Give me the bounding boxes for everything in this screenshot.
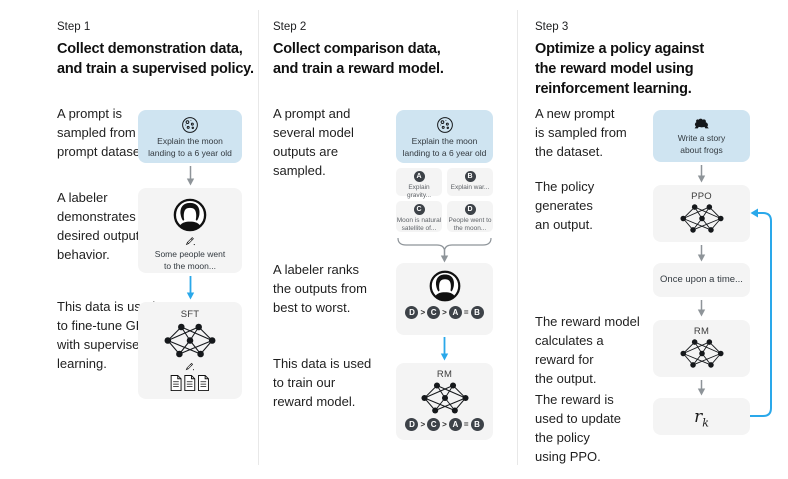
down-arrow-icon: [186, 276, 195, 300]
frog-icon: [694, 118, 709, 129]
rank-badge: D: [405, 418, 419, 431]
rank-badge: A: [448, 418, 462, 431]
neural-network-icon: [679, 338, 724, 369]
model-output-card-a: A Explain gravity...: [396, 168, 442, 199]
labeler-avatar-icon: [172, 197, 208, 233]
down-arrow-icon: [440, 337, 449, 361]
step-title: Collect demonstration data, and train a …: [57, 41, 254, 77]
neural-network-icon: [420, 381, 469, 415]
down-arrow-icon: [697, 245, 706, 262]
step-label: Step 2: [273, 21, 307, 33]
prompt-box-label: Explain the moon landing to a 6 year old: [148, 136, 232, 158]
rank-separator: >: [420, 308, 426, 317]
prompt-box: Write a story about frogs: [653, 110, 750, 162]
output-letter-badge: D: [464, 204, 476, 215]
generated-output-label: Once upon a time...: [660, 274, 743, 286]
column-divider: [517, 10, 518, 465]
neural-network-icon: [164, 323, 216, 358]
step-label: Step 3: [535, 21, 569, 33]
ranking-row: D > C > A = B: [405, 418, 484, 431]
model-name-label: RM: [436, 369, 453, 380]
step-title: Collect comparison data, and train a rew…: [273, 41, 444, 77]
rank-separator: >: [442, 420, 447, 429]
prompt-box: Explain the moon landing to a 6 year old: [396, 110, 493, 163]
output-text-label: People went to the moon...: [448, 217, 492, 232]
down-arrow-icon: [186, 166, 195, 186]
caption-labeler-ranks: A labeler ranks the outputs from best to…: [273, 262, 367, 315]
rank-separator: >: [420, 420, 426, 429]
output-text-label: Explain gravity...: [406, 184, 432, 199]
rank-badge: B: [470, 418, 484, 431]
output-letter-badge: C: [413, 204, 425, 215]
rank-badge: C: [427, 306, 441, 319]
outputs-grid: A Explain gravity... B Explain war... C …: [396, 168, 493, 232]
rank-badge: B: [470, 306, 484, 319]
caption-reward-updates-policy: The reward is used to update the policy …: [535, 392, 622, 464]
caption-new-prompt: A new prompt is sampled from the dataset…: [535, 106, 627, 159]
rank-badge: C: [427, 418, 441, 431]
output-letter-badge: A: [413, 171, 425, 182]
output-text-label: Explain war...: [450, 184, 490, 191]
model-name-label: PPO: [691, 191, 712, 202]
sft-model-box: SFT: [138, 302, 242, 399]
step-title: Optimize a policy against the reward mod…: [535, 41, 705, 97]
model-name-label: RM: [693, 326, 710, 337]
down-arrow-icon: [697, 165, 706, 183]
caption-reward-calculated: The reward model calculates a reward for…: [535, 314, 640, 386]
pencil-icon: [185, 237, 195, 246]
model-output-card-c: C Moon is natural satellite of...: [396, 201, 442, 232]
documents-icon: [170, 375, 211, 392]
feedback-loop-arrow-icon: [750, 208, 772, 417]
ranking-box: D > C > A = B: [396, 263, 493, 335]
output-letter-badge: B: [464, 171, 476, 182]
down-arrow-icon: [697, 380, 706, 396]
neural-network-icon: [679, 203, 724, 234]
rank-separator: =: [463, 308, 469, 317]
ranking-row: D > C > A = B: [405, 306, 484, 319]
model-output-card-d: D People went to the moon...: [447, 201, 493, 232]
pencil-icon: [185, 363, 195, 371]
rank-separator: =: [463, 420, 469, 429]
prompt-box-label: Write a story about frogs: [677, 133, 726, 155]
demo-output-label: Some people went to the moon...: [154, 249, 226, 271]
prompt-box-label: Explain the moon landing to a 6 year old: [402, 136, 487, 158]
caption-prompt-sampled: A prompt is sampled from our prompt data…: [57, 106, 158, 159]
caption-train-reward-model: This data is used to train our reward mo…: [273, 356, 372, 409]
reward-value-label: rk: [694, 406, 709, 429]
reward-value-box: rk: [653, 398, 750, 435]
down-arrow-icon: [697, 300, 706, 317]
moon-icon: [436, 117, 453, 133]
labeler-avatar-icon: [428, 269, 462, 303]
output-text-box: Once upon a time...: [653, 263, 750, 297]
reward-model-box: RM: [653, 320, 750, 377]
step-label: Step 1: [57, 21, 91, 33]
prompt-box: Explain the moon landing to a 6 year old: [138, 110, 242, 163]
output-text-label: Moon is natural satellite of...: [396, 217, 442, 232]
model-output-card-b: B Explain war...: [447, 168, 493, 196]
labeler-box: Some people went to the moon...: [138, 188, 242, 273]
caption-outputs-sampled: A prompt and several model outputs are s…: [273, 106, 354, 178]
ppo-model-box: PPO: [653, 185, 750, 242]
brace-merge-arrow-icon: [397, 237, 492, 263]
moon-icon: [182, 117, 198, 133]
rank-badge: A: [448, 306, 462, 319]
reward-model-box: RM D > C > A = B: [396, 363, 493, 440]
rank-separator: >: [442, 308, 447, 317]
rank-badge: D: [405, 306, 419, 319]
column-divider: [258, 10, 259, 465]
model-name-label: SFT: [180, 309, 200, 320]
caption-policy-generates: The policy generates an output.: [535, 179, 595, 232]
